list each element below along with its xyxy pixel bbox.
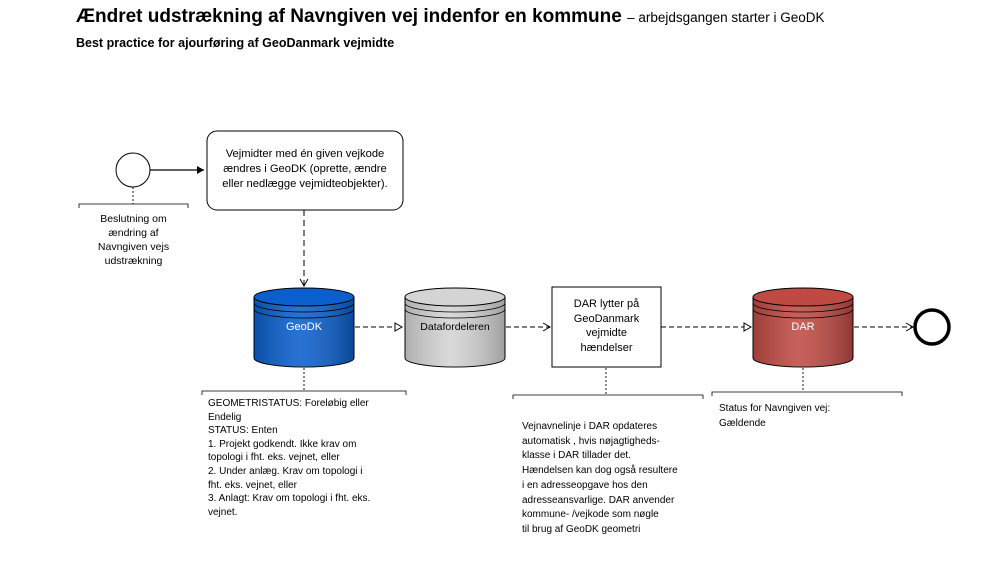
store-dar-cylinder[interactable] [752, 287, 854, 368]
task-geodk-label-line: Vejmidter med én given vejkode [225, 148, 385, 160]
annotation-line: Vejnavnelinje i DAR opdateres [522, 421, 658, 432]
annotation-line: adresseansvarlige. DAR anvender [522, 494, 675, 506]
task-dar-label-line: GeoDanmark [573, 312, 640, 325]
annotation-line: topologi i fht. eks. vejnet, eller [208, 452, 340, 464]
store-datafordeleren-label: Datafordeleren [420, 321, 490, 333]
diagram-title: Ændret udstrækning af Navngiven vej inde… [76, 6, 824, 28]
end-event-circle[interactable] [913, 308, 951, 346]
geodk-annotation-text: GEOMETRISTATUS: Foreløbig eller Endelig … [208, 397, 408, 519]
start-event-circle[interactable] [115, 152, 151, 188]
annotation-line: klasse i DAR tillader det. [522, 450, 631, 462]
dar-store-annotation-bracket [711, 391, 903, 396]
annotation-line: Gældende [719, 417, 766, 429]
annotation-line: Status for Navngiven vej: [719, 403, 831, 414]
annotation-line: i en adresseopgave hos den [522, 479, 648, 491]
start-event-label-line: ændring af [108, 227, 159, 239]
task-geodk-label-line: eller nedlægge vejmidteobjekter). [222, 178, 388, 190]
annotation-line: vejnet. [208, 506, 238, 518]
annotation-line: fht. eks. vejnet, eller [208, 479, 297, 491]
task-geodk-label: Vejmidter med én given vejkode ændres i … [207, 147, 403, 192]
start-event-label-line: Navngiven vejs [97, 241, 170, 253]
geodk-annotation-bracket [201, 390, 407, 395]
annotation-line: 1. Projekt godkendt. Ikke krav om [208, 438, 357, 450]
annotation-line: kommune- /vejkode som nøgle [522, 509, 659, 521]
annotation-line: 2. Under anlæg. Krav om topologi i [208, 465, 363, 477]
task-dar-label-line: vejmidte [586, 327, 627, 339]
task-dar-label-line: hændelser [580, 341, 633, 354]
dar-store-annotation-text: Status for Navngiven vej: Gældende [719, 402, 899, 431]
task-dar-box[interactable] [551, 286, 662, 368]
start-event-annotation-bracket [78, 203, 189, 208]
start-event-label-line: Beslutning om [100, 213, 167, 225]
task-dar-label-line: DAR lytter på [573, 298, 640, 310]
annotation-line: Hændelsen kan dog også resultere [522, 465, 678, 477]
task-dar-label: DAR lytter på GeoDanmark vejmidte hændel… [552, 297, 661, 355]
start-event-label-line: udstrækning [104, 255, 163, 267]
annotation-line: 3. Anlagt: Krav om topologi i fht. eks. [208, 493, 371, 505]
annotation-line: til brug af GeoDK geometri [522, 523, 641, 535]
task-geodk-label-line: ændres i GeoDK (oprette, ændre [223, 163, 387, 175]
diagram-subtitle: Best practice for ajourføring af GeoDanm… [76, 36, 395, 50]
store-geodk-cylinder[interactable] [253, 287, 355, 368]
annotation-line: GEOMETRISTATUS: Foreløbig eller [208, 398, 369, 409]
store-geodk-label: GeoDK [285, 321, 323, 333]
store-datafordeleren-cylinder[interactable] [404, 287, 506, 368]
title-rest: – arbejdsgangen starter i GeoDK [627, 10, 825, 25]
annotation-line: STATUS: Enten [208, 425, 278, 437]
dar-task-annotation-text: Vejnavnelinje i DAR opdateres automatisk… [522, 420, 704, 538]
annotation-line: Endelig [208, 411, 242, 423]
task-geodk-box[interactable] [206, 130, 404, 211]
start-event-label: Beslutning om ændring af Navngiven vejs … [79, 212, 188, 268]
store-dar-label: DAR [791, 321, 815, 333]
dar-task-annotation-bracket [512, 394, 704, 399]
title-main: Ændret udstrækning af Navngiven vej inde… [76, 6, 622, 27]
annotation-line: automatisk , hvis nøjagtigheds- [522, 435, 660, 447]
